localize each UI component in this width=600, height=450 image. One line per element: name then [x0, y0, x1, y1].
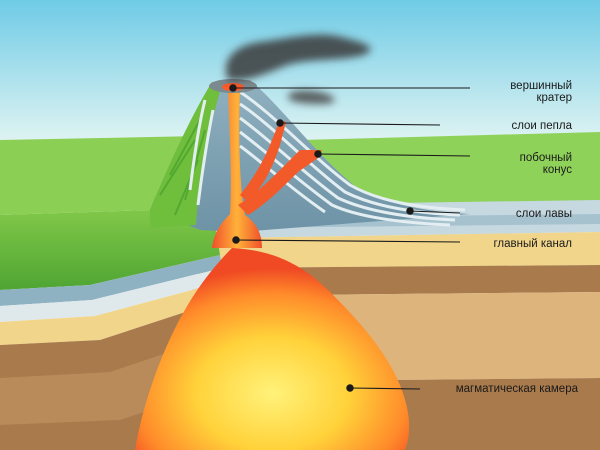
upper-vent-branch: [240, 120, 286, 202]
label-summit-crater: вершинный кратер: [510, 80, 572, 104]
main-vent: [212, 92, 262, 248]
left-grey-band: [0, 255, 222, 306]
far-plain-left: [0, 136, 200, 215]
cone-ash-layers: [188, 90, 466, 227]
label-magma-chamber: магматическая камера: [455, 383, 578, 395]
sky: [0, 0, 600, 150]
magma-chamber: [135, 248, 410, 450]
left-sand-band: [0, 282, 222, 345]
label-side-cone-line2: конус: [542, 164, 572, 176]
label-main-vent: главный канал: [493, 238, 572, 250]
smoke-plume: [225, 34, 371, 104]
label-side-cone: побочный конус: [520, 152, 572, 176]
cone-grass-streaks: [159, 119, 206, 216]
label-leaders: [229, 84, 471, 392]
label-ash-layers: слои пепла: [511, 120, 572, 132]
side-vent-branch: [238, 150, 322, 215]
left-light-band: [0, 268, 222, 322]
label-summit-crater-line2: кратер: [536, 92, 573, 104]
label-side-cone-line1: побочный: [519, 152, 572, 164]
far-plain-right: [300, 132, 600, 205]
label-lava-layers: слои лавы: [515, 208, 572, 220]
label-summit-crater-line1: вершинный: [510, 80, 572, 92]
